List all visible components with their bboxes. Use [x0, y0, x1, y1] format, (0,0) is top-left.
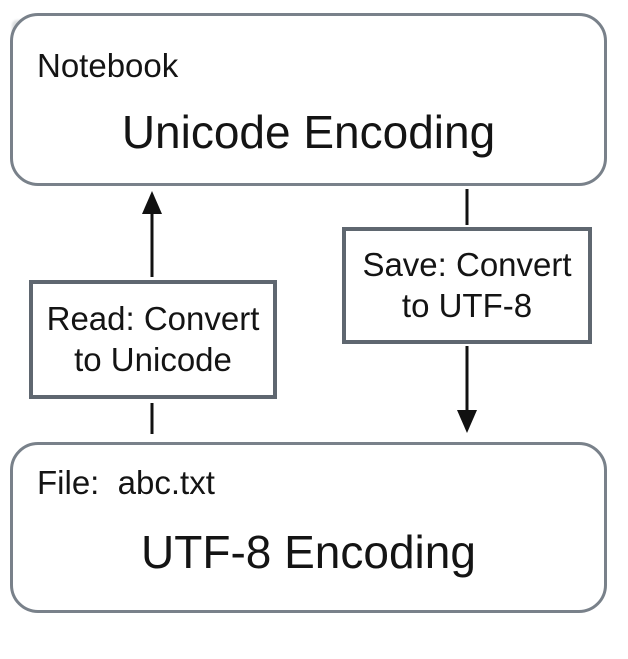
read-arrowhead-up [142, 191, 162, 214]
save-convert-box: Save: Convert to UTF-8 [342, 227, 592, 344]
read-convert-line2: to Unicode [74, 340, 232, 378]
file-box: File: abc.txt UTF-8 Encoding [10, 442, 607, 613]
file-label: File: abc.txt [37, 464, 215, 501]
read-convert-line1: Read: Convert [46, 300, 260, 338]
notebook-box: Notebook Unicode Encoding [10, 13, 607, 186]
unicode-encoding-title: Unicode Encoding [121, 106, 496, 158]
read-convert-box: Read: Convert to Unicode [29, 280, 277, 399]
save-convert-line2: to UTF-8 [401, 286, 533, 324]
save-convert-line1: Save: Convert [362, 246, 572, 284]
utf8-encoding-title: UTF-8 Encoding [141, 526, 476, 578]
notebook-label: Notebook [37, 47, 179, 84]
save-arrowhead-down [457, 410, 477, 433]
